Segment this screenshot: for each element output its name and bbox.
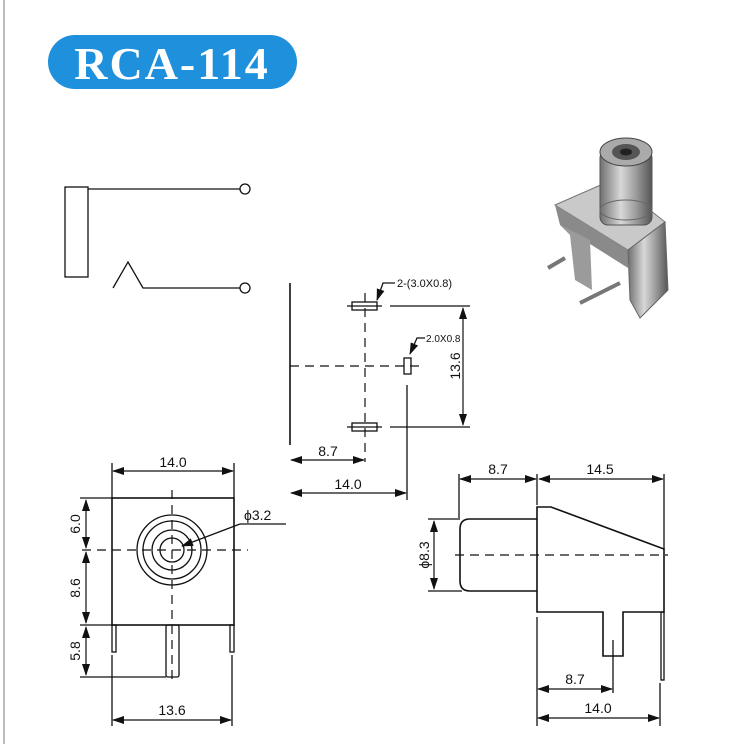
small-pad-note: 2.0X0.8 — [426, 334, 461, 345]
pad-bottom — [351, 422, 378, 432]
dim-plug-length: 8.7 — [488, 461, 508, 477]
title-badge: RCA-114 — [48, 35, 297, 89]
dim-front-width-bottom: 13.6 — [158, 702, 185, 718]
dim-pin-offset: 8.7 — [565, 671, 585, 687]
pcb-footprint: 13.6 2-(3.0X0.8) 2.0X0.8 8.7 14.0 — [289, 278, 470, 500]
dim-plug-diameter: ϕ8.3 — [416, 541, 432, 569]
pad-center — [403, 357, 412, 375]
dim-pin-length: 5.8 — [67, 641, 83, 661]
pad-note: 2-(3.0X0.8) — [397, 278, 452, 290]
dim-body-length: 14.5 — [586, 461, 613, 477]
side-view: 8.7 14.5 ϕ8.3 8.7 14.0 — [416, 461, 668, 726]
schematic-symbol — [64, 183, 251, 294]
dim-footprint-height: 13.6 — [447, 352, 463, 379]
dim-front-width-top: 14.0 — [159, 454, 186, 470]
dim-hole-diameter: ϕ3.2 — [244, 507, 272, 523]
dim-center-to-base: 8.6 — [67, 578, 83, 598]
pad-top — [351, 301, 378, 311]
dim-top-to-center: 6.0 — [67, 514, 83, 534]
title-text: RCA-114 — [74, 38, 269, 89]
dim-footprint-offset: 8.7 — [318, 443, 338, 459]
front-view: 14.0 ϕ3.2 6.0 8.6 5.8 13.6 — [67, 454, 286, 726]
dim-footprint-width: 14.0 — [334, 476, 361, 492]
product-photo — [546, 137, 669, 319]
dim-base-length: 14.0 — [584, 700, 611, 716]
